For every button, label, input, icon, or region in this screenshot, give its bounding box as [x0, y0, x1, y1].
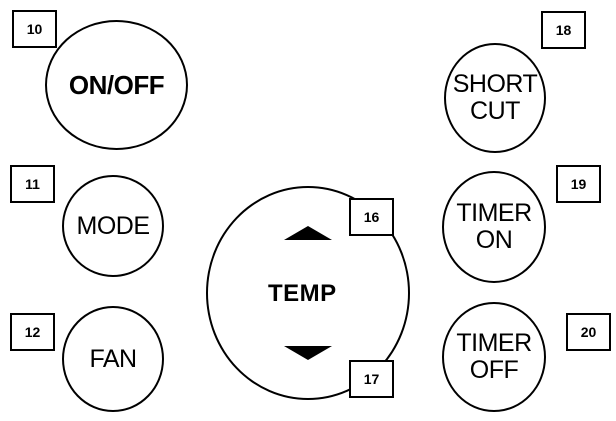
callout-20: 20 — [566, 313, 611, 351]
mode-button[interactable]: MODE — [62, 175, 164, 277]
timer-off-label: TIMER OFF — [456, 329, 532, 384]
on-off-button[interactable]: ON/OFF — [45, 20, 188, 150]
callout-16: 16 — [349, 198, 394, 236]
timer-off-button[interactable]: TIMER OFF — [442, 302, 546, 412]
callout-12: 12 — [10, 313, 55, 351]
mode-label: MODE — [76, 211, 151, 240]
callout-19: 19 — [556, 165, 601, 203]
timer-on-label: TIMER ON — [456, 199, 532, 254]
short-cut-label: SHORT CUT — [452, 70, 538, 125]
callout-17: 17 — [349, 360, 394, 398]
temp-down-icon[interactable] — [284, 346, 332, 360]
callout-11: 11 — [10, 165, 55, 203]
callout-18: 18 — [541, 11, 586, 49]
on-off-label: ON/OFF — [68, 69, 165, 100]
short-cut-button[interactable]: SHORT CUT — [444, 43, 546, 153]
callout-10: 10 — [12, 10, 57, 48]
fan-button[interactable]: FAN — [62, 306, 164, 412]
fan-label: FAN — [89, 344, 137, 373]
temp-up-icon[interactable] — [284, 226, 332, 240]
timer-on-button[interactable]: TIMER ON — [442, 171, 546, 283]
temp-label: TEMP — [268, 280, 337, 307]
